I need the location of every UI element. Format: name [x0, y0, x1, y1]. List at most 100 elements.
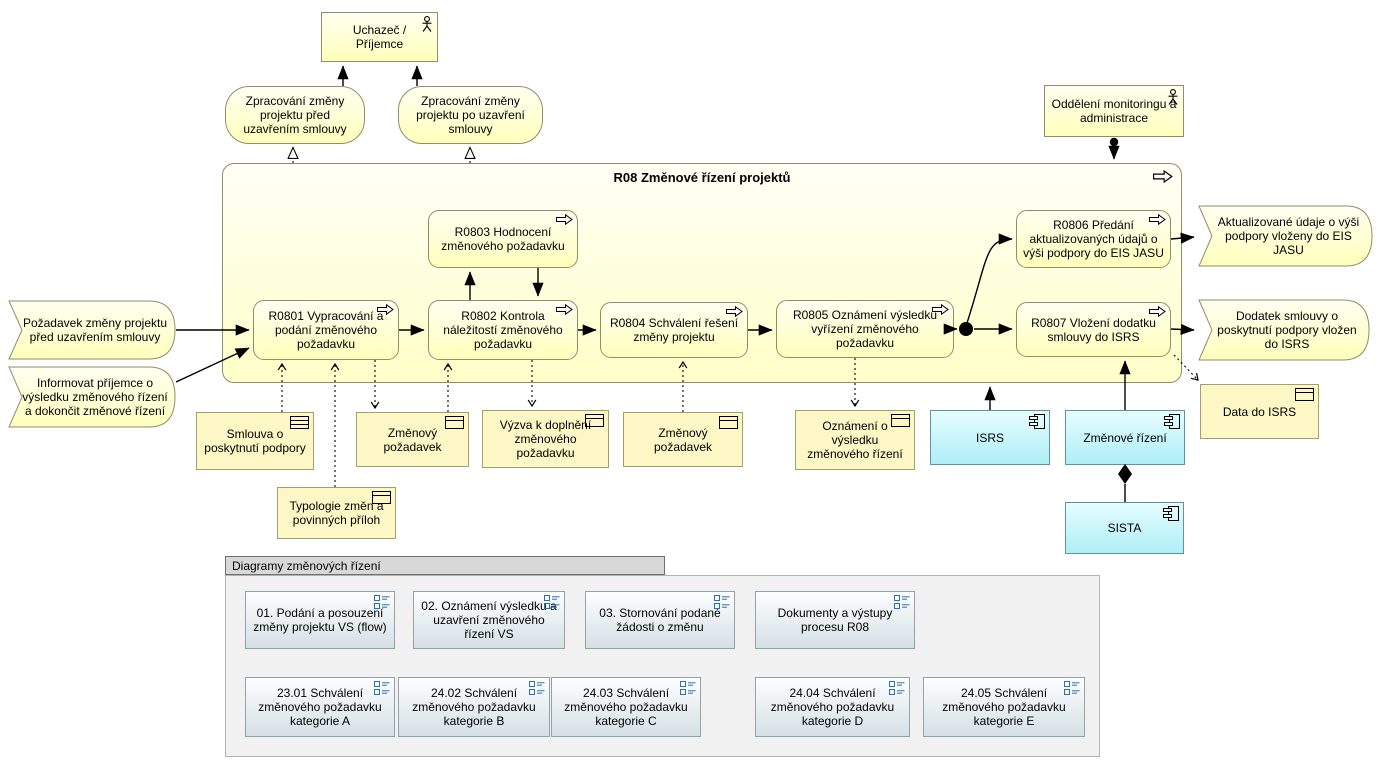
- service-label: Zpracování změny projektu před uzavřením…: [243, 94, 347, 136]
- object-label: Oznámení o výsledku změnového řízení: [807, 419, 903, 461]
- process-arrow-icon: [556, 303, 573, 316]
- object-smlouva[interactable]: Smlouva o poskytnutí podpory: [196, 412, 314, 470]
- diagram-ref-label: Dokumenty a výstupy procesu R08: [777, 606, 893, 634]
- group-title: Diagramy změnových řízení: [232, 558, 381, 573]
- actor-label: Uchazeč / Příjemce: [352, 23, 407, 51]
- component-sista[interactable]: SISTA: [1065, 502, 1184, 554]
- business-object-icon: [891, 414, 910, 427]
- component-label: ISRS: [975, 430, 1004, 445]
- view-icon: [529, 681, 545, 695]
- actor-icon: [421, 16, 433, 33]
- process-arrow-icon: [932, 303, 949, 316]
- event-shape: [8, 366, 176, 428]
- view-icon: [1064, 681, 1080, 695]
- event-label: Dodatek smlouvy o poskytnutí podpory vlo…: [1217, 309, 1357, 351]
- object-label: Data do ISRS: [1222, 404, 1297, 419]
- process-label: R0805 Oznámení výsledku vyřízení změnové…: [792, 308, 938, 350]
- process-r0807[interactable]: R0807 Vložení dodatku smlouvy do ISRS: [1016, 302, 1171, 357]
- object-data-do-isrs[interactable]: Data do ISRS: [1200, 384, 1319, 439]
- process-label: R0804 Schválení řešení změny projektu: [609, 316, 739, 344]
- event-aktualizovane-udaje[interactable]: Aktualizované údaje o výši podpory vlože…: [1198, 205, 1373, 267]
- process-arrow-icon: [726, 305, 743, 318]
- component-icon: [1164, 414, 1180, 429]
- process-arrow-icon: [556, 213, 573, 226]
- diagram-ref-03[interactable]: 03. Stornování podané žádosti o změnu: [585, 591, 735, 649]
- business-object-icon: [719, 416, 738, 429]
- event-informovat-prijemce[interactable]: Informovat příjemce o výsledku změnového…: [8, 366, 176, 428]
- diagram-ref-label: 24.02 Schválení změnového požadavku kate…: [412, 686, 536, 728]
- process-r0801[interactable]: R0801 Vypracování a podání změnového pož…: [253, 300, 399, 360]
- composition-diamond: [1118, 464, 1132, 484]
- event-shape: [8, 300, 176, 360]
- object-label: Výzva k doplnění změnového požadavku: [499, 418, 592, 460]
- diagram-ref-label: 24.03 Schválení změnového požadavku kate…: [564, 686, 688, 728]
- event-shape: [1198, 205, 1373, 267]
- process-r0805[interactable]: R0805 Oznámení výsledku vyřízení změnové…: [776, 300, 954, 358]
- object-zmenovy-pozadavek-2[interactable]: Změnový požadavek: [623, 412, 743, 467]
- diagram-ref-2405[interactable]: 24.05 Schválení změnového požadavku kate…: [923, 677, 1085, 737]
- event-dodatek-smlouvy[interactable]: Dodatek smlouvy o poskytnutí podpory vlo…: [1198, 299, 1370, 361]
- process-r0802[interactable]: R0802 Kontrola náležitostí změnového pož…: [428, 300, 578, 360]
- view-icon: [680, 681, 696, 695]
- process-label: R0806 Předání aktualizovaných údajů o vý…: [1023, 218, 1164, 260]
- process-label: R0801 Vypracování a podání změnového pož…: [268, 309, 384, 351]
- diagram-ref-2402[interactable]: 24.02 Schválení změnového požadavku kate…: [398, 677, 550, 737]
- view-icon: [889, 681, 905, 695]
- object-label: Typologie změn a povinných příloh: [289, 499, 384, 527]
- diagram-ref-label: 23.01 Schválení změnového požadavku kate…: [258, 686, 382, 728]
- group-diagramy-header[interactable]: Diagramy změnových řízení: [225, 556, 665, 575]
- process-label: R0802 Kontrola náležitostí změnového pož…: [443, 309, 563, 351]
- process-group-title: R08 Změnové řízení projektů: [613, 170, 791, 185]
- process-arrow-icon: [377, 303, 394, 316]
- diagram-ref-02[interactable]: 02. Oznámení výsledku a uzavření změnové…: [413, 591, 565, 649]
- component-icon: [1029, 414, 1045, 429]
- diagram-ref-2404[interactable]: 24.04 Schválení změnového požadavku kate…: [755, 677, 910, 737]
- diagram-ref-dokumenty[interactable]: Dokumenty a výstupy procesu R08: [755, 591, 915, 649]
- event-label: Požadavek změny projektu před uzavřením …: [22, 316, 168, 344]
- process-r0803[interactable]: R0803 Hodnocení změnového požadavku: [428, 210, 578, 268]
- business-object-icon: [445, 416, 464, 429]
- object-vyzva-k-doplneni[interactable]: Výzva k doplnění změnového požadavku: [482, 410, 609, 468]
- business-object-icon: [290, 416, 309, 429]
- business-object-icon: [1295, 388, 1314, 401]
- process-r0806[interactable]: R0806 Předání aktualizovaných údajů o vý…: [1016, 210, 1171, 268]
- process-arrow-icon: [1149, 305, 1166, 318]
- event-label: Informovat příjemce o výsledku změnového…: [22, 376, 168, 418]
- diagram-ref-2301[interactable]: 23.01 Schválení změnového požadavku kate…: [245, 677, 395, 737]
- process-label: R0803 Hodnocení změnového požadavku: [441, 225, 565, 253]
- view-icon: [714, 595, 730, 609]
- service-zpracovani-po-uzavreni[interactable]: Zpracování změny projektu po uzavření sm…: [398, 86, 543, 144]
- process-r0804[interactable]: R0804 Schválení řešení změny projektu: [600, 302, 748, 358]
- view-icon: [374, 681, 390, 695]
- diagram-ref-01[interactable]: 01. Podání a posouzení změny projektu VS…: [245, 591, 395, 649]
- diagram-ref-label: 01. Podání a posouzení změny projektu VS…: [253, 606, 387, 634]
- object-oznameni-o-vysledku[interactable]: Oznámení o výsledku změnového řízení: [795, 410, 915, 470]
- diagram-ref-label: 02. Oznámení výsledku a uzavření změnové…: [421, 599, 557, 641]
- actor-label: Oddělení monitoringu a administrace: [1051, 97, 1177, 125]
- component-zmenove-rizeni[interactable]: Změnové řízení: [1065, 410, 1185, 465]
- view-icon: [894, 595, 910, 609]
- assignment-ball: [1109, 137, 1119, 147]
- process-arrow-icon: [1153, 169, 1173, 184]
- service-zpracovani-pred-uzavrenim[interactable]: Zpracování změny projektu před uzavřením…: [225, 86, 365, 144]
- component-label: SISTA: [1107, 521, 1142, 535]
- object-typologie-zmen[interactable]: Typologie změn a povinných příloh: [277, 487, 396, 539]
- process-arrow-icon: [1149, 213, 1166, 226]
- business-object-icon: [372, 491, 391, 504]
- event-pozadavek-zmeny[interactable]: Požadavek změny projektu před uzavřením …: [8, 300, 176, 360]
- diagram-ref-2403[interactable]: 24.03 Schválení změnového požadavku kate…: [551, 677, 701, 737]
- view-icon: [544, 595, 560, 609]
- object-label: Změnový požadavek: [653, 425, 713, 454]
- object-label: Změnový požadavek: [383, 425, 442, 454]
- actor-oddeleni-monitoringu[interactable]: Oddělení monitoringu a administrace: [1044, 85, 1184, 137]
- diagram-ref-label: 24.04 Schválení změnového požadavku kate…: [770, 686, 895, 728]
- diagram-ref-label: 03. Stornování podané žádosti o změnu: [599, 606, 721, 634]
- component-isrs[interactable]: ISRS: [930, 410, 1050, 465]
- component-label: Změnové řízení: [1083, 430, 1167, 445]
- actor-icon: [1167, 89, 1179, 106]
- component-icon: [1163, 506, 1179, 521]
- view-icon: [374, 595, 390, 609]
- actor-uchazec-prijemce[interactable]: Uchazeč / Příjemce: [321, 12, 438, 62]
- object-zmenovy-pozadavek-1[interactable]: Změnový požadavek: [356, 412, 469, 467]
